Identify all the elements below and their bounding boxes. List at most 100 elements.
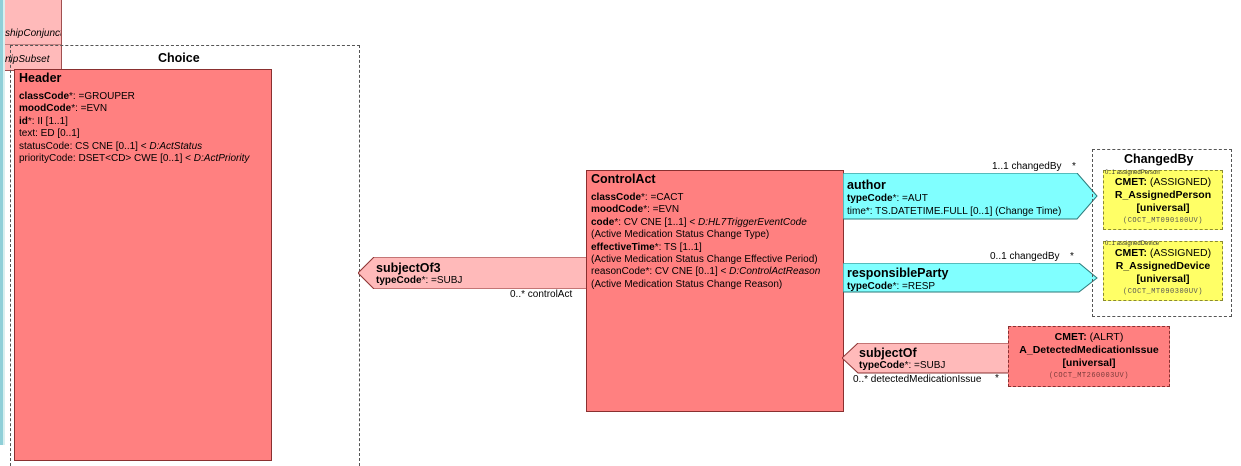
- subjectof-star: *: [995, 373, 999, 384]
- detected-issue-kind: (ALRT): [1086, 331, 1124, 343]
- subset-label: nipSubset: [5, 54, 50, 65]
- conjunction-partial-box[interactable]: shipConjunction nipSubset: [5, 0, 62, 71]
- header-attribute-value: D:ActPriority: [193, 153, 250, 165]
- assigned-person-code: (COCT_MT090100UV): [1123, 217, 1203, 225]
- changedby-box[interactable]: [1092, 149, 1232, 317]
- controlact-attribute-text: reasonCode*: CV CNE [0..1] <: [591, 266, 730, 278]
- assigned-device-scope: [universal]: [1136, 273, 1190, 285]
- responsibleparty-star: *: [1070, 251, 1074, 262]
- header-attribute-row: classCode*: =GROUPER: [19, 91, 249, 103]
- subjectof3-typecode-label: typeCode: [376, 275, 422, 286]
- assigned-person-cmet[interactable]: 0..1 assignedPerson CMET: (ASSIGNED) R_A…: [1103, 170, 1223, 230]
- assigned-person-cmet-label: CMET:: [1114, 176, 1147, 188]
- controlact-attribute-domain: D:ControlActReason: [729, 266, 821, 278]
- assigned-person-cmet-line: CMET: (ASSIGNED): [1104, 176, 1222, 189]
- assigned-person-role-label: 0..1 assignedPerson: [1105, 170, 1160, 176]
- header-attribute-row: priorityCode: DSET<CD> CWE [0..1] < D:Ac…: [19, 153, 249, 165]
- author-typecode: typeCode*: =AUT: [847, 193, 928, 204]
- detected-issue-code: (COCT_MT260003UV): [1049, 372, 1129, 380]
- header-attribute-name: statusCode: CS CNE [0..1] <: [19, 140, 150, 152]
- controlact-attribute-text: (Active Medication Status Change Type): [591, 229, 770, 241]
- left-edge-stripe-light: [3, 0, 5, 445]
- detected-issue-name: A_DetectedMedicationIssue: [1019, 344, 1159, 356]
- controlact-attribute-row: (Active Medication Status Change Effecti…: [591, 254, 820, 266]
- detected-issue-scope: [universal]: [1062, 357, 1116, 369]
- author-arrow-shape[interactable]: [843, 173, 1098, 220]
- author-cardinality: 1..1 changedBy: [992, 161, 1062, 172]
- assigned-device-cmet-label: CMET:: [1114, 247, 1147, 259]
- header-attribute-value: *: =GROUPER: [69, 91, 135, 102]
- responsibleparty-title: responsibleParty: [847, 266, 949, 280]
- subjectof-title: subjectOf: [859, 346, 917, 360]
- controlact-attribute-row: classCode*: =CACT: [591, 192, 820, 204]
- controlact-attribute-text: *: TS [1..1]: [654, 241, 702, 253]
- controlact-attribute-text: *: CV CNE [1..1] <: [614, 216, 698, 228]
- header-attribute-row: moodCode*: =EVN: [19, 103, 249, 115]
- author-typecode-value: *: =AUT: [892, 193, 928, 204]
- assigned-device-cmet[interactable]: 0..1 assignedDevice CMET: (ASSIGNED) R_A…: [1103, 241, 1223, 301]
- conjunction-divider: [5, 44, 61, 45]
- header-attribute-name: priorityCode: DSET<CD> CWE [0..1] <: [19, 153, 194, 165]
- subjectof-typecode: typeCode*: =SUBJ: [859, 360, 945, 371]
- header-attribute-value: D:ActStatus: [149, 140, 203, 152]
- controlact-attribute-row: code*: CV CNE [1..1] < D:HL7TriggerEvent…: [591, 217, 820, 229]
- detected-issue-content: CMET: (ALRT) A_DetectedMedicationIssue […: [1009, 331, 1169, 383]
- assigned-person-content: CMET: (ASSIGNED) R_AssignedPerson [unive…: [1104, 176, 1222, 228]
- responsibleparty-arrow-shape[interactable]: [843, 263, 1098, 293]
- detected-issue-cmet-label: CMET:: [1054, 331, 1087, 343]
- header-attribute-value: *: II [1..1]: [27, 115, 68, 127]
- assigned-device-name: R_AssignedDevice: [1115, 260, 1211, 272]
- author-typecode-label: typeCode: [847, 193, 893, 204]
- subjectof3-typecode: typeCode*: =SUBJ: [376, 275, 462, 286]
- controlact-attribute-row: reasonCode*: CV CNE [0..1] < D:ControlAc…: [591, 266, 820, 278]
- assigned-device-content: CMET: (ASSIGNED) R_AssignedDevice [unive…: [1104, 247, 1222, 299]
- subjectof3-cardinality: 0..* controlAct: [510, 289, 573, 300]
- responsibleparty-typecode-value: *: =RESP: [892, 281, 936, 292]
- assigned-device-kind: (ASSIGNED): [1146, 247, 1212, 259]
- controlact-attribute-text: *: =EVN: [643, 204, 680, 216]
- controlact-attribute-domain: D:HL7TriggerEventCode: [698, 216, 807, 228]
- assigned-device-cmet-line: CMET: (ASSIGNED): [1104, 247, 1222, 260]
- responsibleparty-cardinality: 0..1 changedBy: [990, 251, 1060, 262]
- choice-title: Choice: [158, 51, 200, 65]
- assigned-device-role-label: 0..1 assignedDevice: [1105, 241, 1160, 247]
- subjectof-cardinality: 0..* detectedMedicationIssue: [853, 374, 982, 385]
- controlact-attribute-row: moodCode*: =EVN: [591, 204, 820, 216]
- choice-box[interactable]: [10, 45, 360, 466]
- controlact-attribute-row: effectiveTime*: TS [1..1]: [591, 242, 820, 254]
- controlact-attribute-row: (Active Medication Status Change Type): [591, 229, 820, 241]
- header-attribute-name: classCode: [19, 91, 70, 102]
- assigned-person-name: R_AssignedPerson: [1114, 189, 1212, 201]
- header-attribute-name: text: ED [0..1]: [19, 128, 80, 140]
- header-attribute-value: *: =EVN: [71, 103, 108, 115]
- controlact-attribute-name: code: [591, 216, 615, 228]
- controlact-attribute-text: (Active Medication Status Change Reason): [591, 278, 783, 290]
- responsibleparty-typecode-label: typeCode: [847, 281, 893, 292]
- subjectof-typecode-label: typeCode: [859, 360, 905, 371]
- header-attribute-row: id*: II [1..1]: [19, 116, 249, 128]
- controlact-attribute-name: moodCode: [591, 204, 644, 216]
- changedby-title: ChangedBy: [1124, 152, 1194, 166]
- subjectof3-arrow-shape[interactable]: [358, 257, 588, 289]
- assigned-person-kind: (ASSIGNED): [1146, 176, 1212, 188]
- header-title: Header: [19, 71, 62, 85]
- controlact-attribute-name: classCode: [591, 192, 642, 203]
- header-attribute-name: moodCode: [19, 103, 72, 115]
- controlact-attribute-text: *: =CACT: [641, 192, 684, 203]
- author-star: *: [1072, 161, 1076, 172]
- header-attribute-row: statusCode: CS CNE [0..1] < D:ActStatus: [19, 141, 249, 153]
- responsibleparty-typecode: typeCode*: =RESP: [847, 281, 935, 292]
- conjunction-label: shipConjunction: [5, 28, 61, 39]
- assigned-person-scope: [universal]: [1136, 202, 1190, 214]
- detected-issue-cmet[interactable]: CMET: (ALRT) A_DetectedMedicationIssue […: [1008, 326, 1170, 387]
- subjectof-typecode-value: *: =SUBJ: [904, 360, 946, 371]
- subjectof3-typecode-value: *: =SUBJ: [421, 275, 463, 286]
- controlact-attribute-name: effectiveTime: [591, 241, 655, 253]
- controlact-attribute-text: (Active Medication Status Change Effecti…: [591, 254, 818, 266]
- detected-issue-cmet-line: CMET: (ALRT): [1009, 331, 1169, 344]
- author-time: time*: TS.DATETIME.FULL [0..1] (Change T…: [847, 206, 1062, 217]
